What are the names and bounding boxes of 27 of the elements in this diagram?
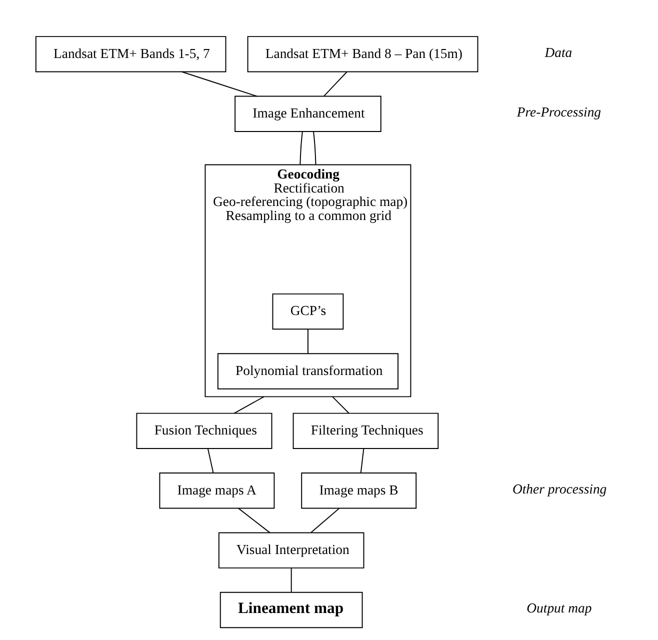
connector <box>300 131 303 166</box>
connector <box>360 448 364 474</box>
connector <box>207 448 214 474</box>
node-box: Polynomial transformation <box>217 353 398 390</box>
node-box: Landsat ETM+ Band 8 – Pan (15m) <box>247 36 478 72</box>
node-box: Image Enhancement <box>234 96 382 132</box>
node-box: Visual Interpretation <box>218 532 364 568</box>
node-box: Lineament map <box>220 592 363 628</box>
node-box: GCP’s <box>272 293 344 330</box>
node-box: Image maps B <box>301 472 417 509</box>
connector <box>313 131 316 166</box>
connector <box>323 71 348 97</box>
node-box: Filtering Techniques <box>292 412 439 450</box>
connector <box>238 508 270 534</box>
connector <box>290 568 292 593</box>
node-box: Image maps A <box>159 472 275 509</box>
label: Pre-Processing <box>516 104 602 120</box>
connector <box>234 396 264 414</box>
connector <box>182 71 258 97</box>
connector <box>310 508 340 533</box>
label: Other processing <box>512 481 607 496</box>
label: Output map <box>526 600 592 616</box>
node-box: Fusion Techniques <box>136 412 272 450</box>
label: Data <box>544 44 572 60</box>
connector <box>307 328 308 354</box>
node-box: Landsat ETM+ Bands 1-5, 7 <box>35 36 226 72</box>
connector <box>332 396 350 414</box>
